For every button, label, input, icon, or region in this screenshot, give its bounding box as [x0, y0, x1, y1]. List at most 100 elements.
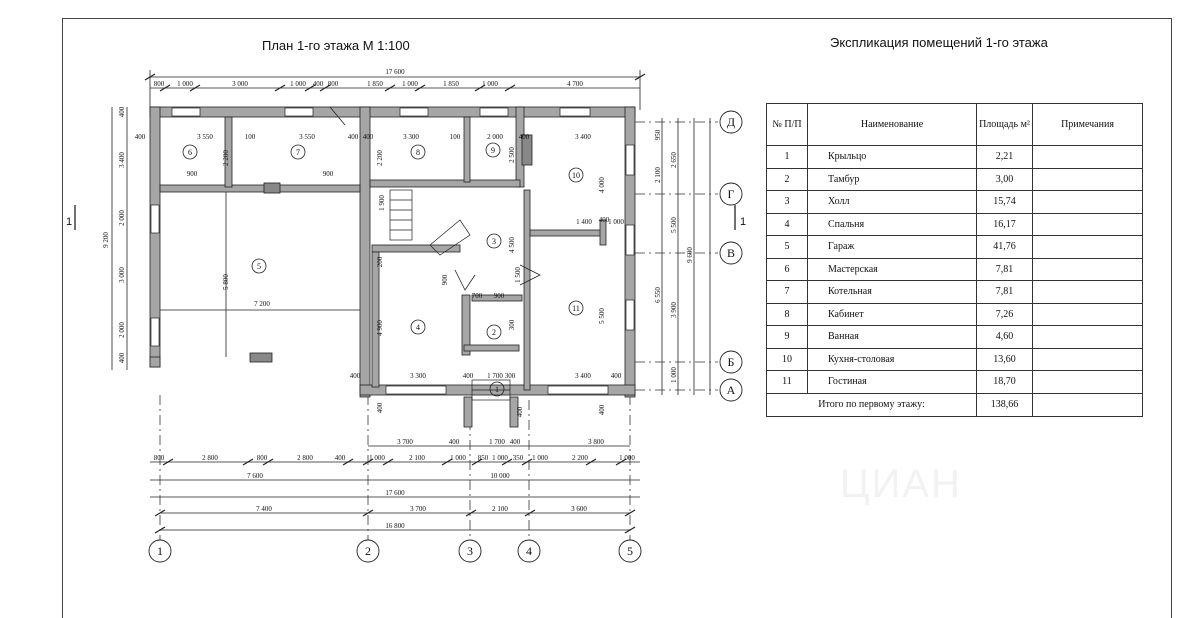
room-number-marker	[410, 144, 426, 160]
room-name: Тамбур	[807, 167, 977, 191]
room-number-marker	[489, 381, 505, 397]
dimension-label: 4 900	[376, 320, 384, 336]
room-note	[1032, 257, 1143, 281]
dimension-label: 400	[598, 404, 606, 415]
dimension-label: 9 200	[102, 232, 110, 248]
row-number: 6	[766, 257, 808, 281]
axis-label: Д	[727, 115, 735, 129]
room-name: Котельная	[807, 280, 977, 304]
dimension-label: 1 900	[378, 195, 386, 211]
room-area: 7,81	[976, 257, 1033, 281]
dimension-label: 2 000	[118, 210, 126, 226]
dimension-label: 1 000	[482, 80, 498, 88]
room-note	[1032, 167, 1143, 191]
axis-marker	[517, 539, 541, 563]
room-number-marker	[485, 142, 501, 158]
dimension-label: 800	[154, 454, 165, 462]
dimension-label: 900	[187, 170, 198, 178]
room-number: 3	[492, 237, 496, 246]
dimension-label: 700	[472, 292, 483, 300]
dimension-label: 1 000	[402, 80, 418, 88]
dimension-label: 2 800	[202, 454, 218, 462]
dimension-label: 400	[519, 133, 530, 141]
dimension-label: 3 800	[588, 438, 604, 446]
axis-marker	[356, 539, 380, 563]
room-area: 15,74	[976, 190, 1033, 214]
dimension-label: 5 500	[670, 217, 678, 233]
dimension-label: 2 100	[409, 454, 425, 462]
dimension-label: 400	[135, 133, 146, 141]
dimension-label: 1 400	[576, 218, 592, 226]
dimension-label: 5 500	[598, 308, 606, 324]
room-number-marker	[568, 167, 584, 183]
room-name: Мастерская	[807, 257, 977, 281]
dimension-label: 1 000	[177, 80, 193, 88]
axis-label: В	[727, 246, 735, 260]
total-value: 138,66	[976, 393, 1033, 417]
dimension-label: 2 800	[297, 454, 313, 462]
room-name: Ванная	[807, 325, 977, 349]
dimension-label: 1 500	[514, 267, 522, 283]
axis-label: 2	[365, 544, 371, 558]
room-number: 8	[416, 148, 420, 157]
dimension-label: 800	[328, 80, 339, 88]
row-number: 9	[766, 325, 808, 349]
axis-label: 1	[157, 544, 163, 558]
room-name: Кухня-столовая	[807, 347, 977, 371]
row-number: 3	[766, 190, 808, 214]
dimension-label: 7 400	[256, 505, 272, 513]
room-area: 18,70	[976, 370, 1033, 394]
room-number: 4	[416, 323, 420, 332]
dimension-label: 400	[599, 216, 610, 224]
dimension-label: 1 000	[290, 80, 306, 88]
room-number: 11	[572, 304, 580, 313]
dimension-label: 3 400	[118, 152, 126, 168]
axis-marker	[458, 539, 482, 563]
dimension-label: 850	[478, 454, 489, 462]
dimension-label: 6 550	[654, 287, 662, 303]
dimension-label: 3 550	[299, 133, 315, 141]
dimension-label: 7 200	[254, 300, 270, 308]
dimension-label: 950	[654, 129, 662, 140]
room-note	[1032, 190, 1143, 214]
dimension-label: 2 100	[654, 167, 662, 183]
dimension-label: 400	[363, 133, 374, 141]
dimension-label: 3 300	[410, 372, 426, 380]
col-number-header: № П/П	[766, 103, 808, 146]
axis-label: Б	[728, 355, 735, 369]
dimension-label: 1 000	[619, 454, 635, 462]
row-number: 1	[766, 145, 808, 169]
explication-title: Экспликация помещений 1-го этажа	[830, 35, 1048, 50]
dimension-label: 400	[348, 133, 359, 141]
dimension-label: 1 000	[492, 454, 508, 462]
room-number: 2	[492, 328, 496, 337]
dimension-label: 1 000	[450, 454, 466, 462]
room-area: 3,00	[976, 167, 1033, 191]
axis-label: 3	[467, 544, 473, 558]
room-area: 4,60	[976, 325, 1033, 349]
dimension-label: 800	[154, 80, 165, 88]
dimension-label: 400	[118, 352, 126, 363]
section-mark-right: 1	[740, 216, 747, 228]
axis-label: 5	[627, 544, 633, 558]
room-number: 10	[572, 171, 580, 180]
axis-marker	[618, 539, 642, 563]
axis-label: А	[727, 383, 736, 397]
room-number: 9	[491, 146, 495, 155]
axis-label: 4	[526, 544, 532, 558]
room-area: 7,26	[976, 302, 1033, 326]
room-number: 7	[296, 148, 300, 157]
dimension-label: 2 500	[508, 147, 516, 163]
dimension-label: 3 550	[197, 133, 213, 141]
dimension-label: 1 000	[369, 454, 385, 462]
room-number-marker	[486, 233, 502, 249]
dimension-label: 400	[376, 402, 384, 413]
table-header-row: № П/П Наименование Площадь м² Примечания	[766, 103, 1143, 146]
axis-marker	[719, 378, 743, 402]
